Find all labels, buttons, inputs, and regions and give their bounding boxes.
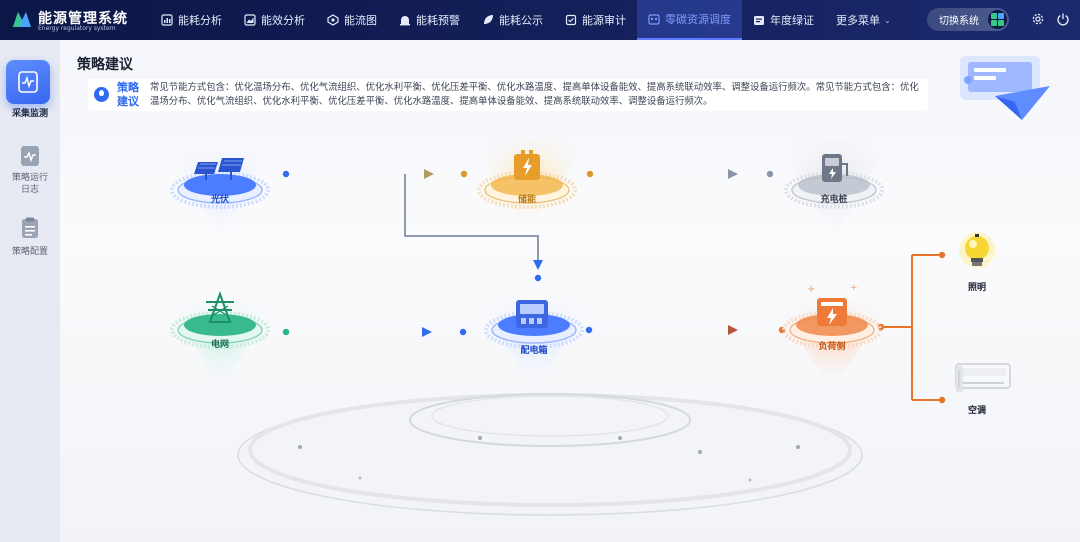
energy-flow-diagram: + +	[170, 56, 1050, 516]
nav-item-energy-audit[interactable]: 能源审计	[554, 0, 637, 40]
node-pv[interactable]	[170, 150, 270, 240]
node-label-grid: 电网	[210, 340, 229, 350]
nav-label: 能效分析	[261, 14, 305, 27]
app-logo-icon	[13, 12, 31, 27]
charging-pile-icon	[822, 154, 848, 182]
svg-text:+: +	[807, 284, 815, 295]
nav-item-efficiency-analysis[interactable]: 能效分析	[233, 0, 316, 40]
node-load[interactable]: + +	[776, 283, 890, 392]
audit-icon	[565, 14, 577, 26]
flow-lines	[282, 169, 946, 404]
node-storage[interactable]	[474, 140, 588, 232]
power-icon[interactable]	[1056, 12, 1070, 26]
sidebar-item-collect-monitor[interactable]	[6, 60, 50, 104]
distribution-box-icon	[516, 300, 548, 328]
top-bar: 能源管理系统 Energy regulatory system 能耗分析 能效分…	[0, 0, 1080, 40]
sidebar-item-label: 策略配置	[11, 247, 48, 257]
lighting-bulb-icon[interactable]	[959, 232, 995, 268]
certificate-icon	[753, 14, 765, 26]
node-grid[interactable]	[170, 291, 272, 392]
power-tower-icon	[206, 291, 234, 323]
switch-system-label: 切换系统	[939, 16, 979, 27]
nav-item-energy-alarm[interactable]: 能耗预警	[388, 0, 471, 40]
node-charger[interactable]	[778, 140, 890, 240]
main-nav: 能耗分析 能效分析 能流图 能耗预警 能耗公示 能源审计 零碳资源调度 年度绿	[150, 0, 902, 40]
node-label-storage: 储能	[517, 195, 536, 205]
air-conditioner-icon[interactable]	[955, 363, 1011, 392]
alarm-icon	[399, 14, 411, 26]
node-label-load: 负荷侧	[818, 342, 846, 352]
nav-item-more-menu[interactable]: 更多菜单 ⌄	[825, 0, 902, 40]
lightbulb-icon	[94, 87, 109, 102]
sidebar-item-label: 策略运行日志	[12, 173, 49, 195]
node-distribution[interactable]	[478, 300, 592, 390]
strategy-advice-box: 策略建议 常见节能方式包含：优化温场分布、优化气流组织、优化水利平衡、优化压差平…	[88, 79, 928, 111]
sidebar-item-strategy-log[interactable]: 策略运行日志	[0, 144, 60, 196]
app-subtitle: Energy regulatory system	[38, 25, 116, 32]
area-chart-icon	[244, 14, 256, 26]
node-label-distribution: 配电箱	[520, 346, 548, 356]
main-content: + + 光伏 储能 充电桩 电网 配电箱 负荷侧 照明 空调 策略建议	[60, 40, 1080, 542]
load-meter-icon: + +	[807, 283, 858, 326]
nav-label: 能源审计	[582, 14, 626, 27]
switch-system-button[interactable]: 切换系统	[927, 8, 1009, 31]
decoration-illustration	[960, 56, 1050, 120]
calendar-icon	[648, 13, 660, 25]
node-label-charger: 充电桩	[820, 195, 848, 205]
nav-label: 能耗公示	[499, 14, 543, 27]
svg-text:+: +	[850, 283, 858, 293]
sidebar: 采集监测 策略运行日志 策略配置	[0, 40, 60, 542]
battery-icon	[514, 150, 540, 180]
leaf-icon	[482, 14, 494, 26]
monitor-icon	[18, 71, 38, 93]
settings-gear-icon[interactable]	[1031, 12, 1045, 26]
bar-chart-icon	[161, 14, 173, 26]
nav-label: 能流图	[344, 14, 377, 27]
sidebar-item-strategy-config[interactable]: 策略配置	[0, 216, 60, 257]
node-label-pv: 光伏	[210, 195, 229, 205]
nav-label: 能耗分析	[178, 14, 222, 27]
page-title: 策略建议	[77, 57, 133, 73]
device-label-lighting: 照明	[967, 283, 986, 293]
nav-label: 更多菜单	[836, 14, 880, 27]
chevron-down-icon: ⌄	[884, 15, 891, 25]
base-platform	[237, 393, 863, 516]
nav-item-energy-analysis[interactable]: 能耗分析	[150, 0, 233, 40]
log-icon	[21, 146, 39, 166]
device-label-ac: 空调	[967, 406, 986, 416]
apps-grid-icon	[988, 10, 1007, 29]
app-title: 能源管理系统	[38, 11, 128, 27]
nav-item-energy-publicity[interactable]: 能耗公示	[471, 0, 554, 40]
nav-label: 年度绿证	[770, 14, 814, 27]
sidebar-item-label: 采集监测	[11, 109, 48, 119]
solar-panel-icon	[194, 158, 244, 180]
advice-label: 策略建议	[117, 81, 139, 108]
nav-label: 零碳资源调度	[665, 13, 731, 26]
nav-item-zero-carbon-dispatch[interactable]: 零碳资源调度	[637, 0, 742, 40]
flow-icon	[327, 14, 339, 26]
nav-item-energy-flow[interactable]: 能流图	[316, 0, 388, 40]
advice-text: 常见节能方式包含：优化温场分布、优化气流组织、优化水利平衡、优化压差平衡、优化水…	[150, 82, 919, 107]
config-clipboard-icon	[22, 217, 38, 238]
nav-item-annual-green-cert[interactable]: 年度绿证	[742, 0, 825, 40]
nav-label: 能耗预警	[416, 14, 460, 27]
